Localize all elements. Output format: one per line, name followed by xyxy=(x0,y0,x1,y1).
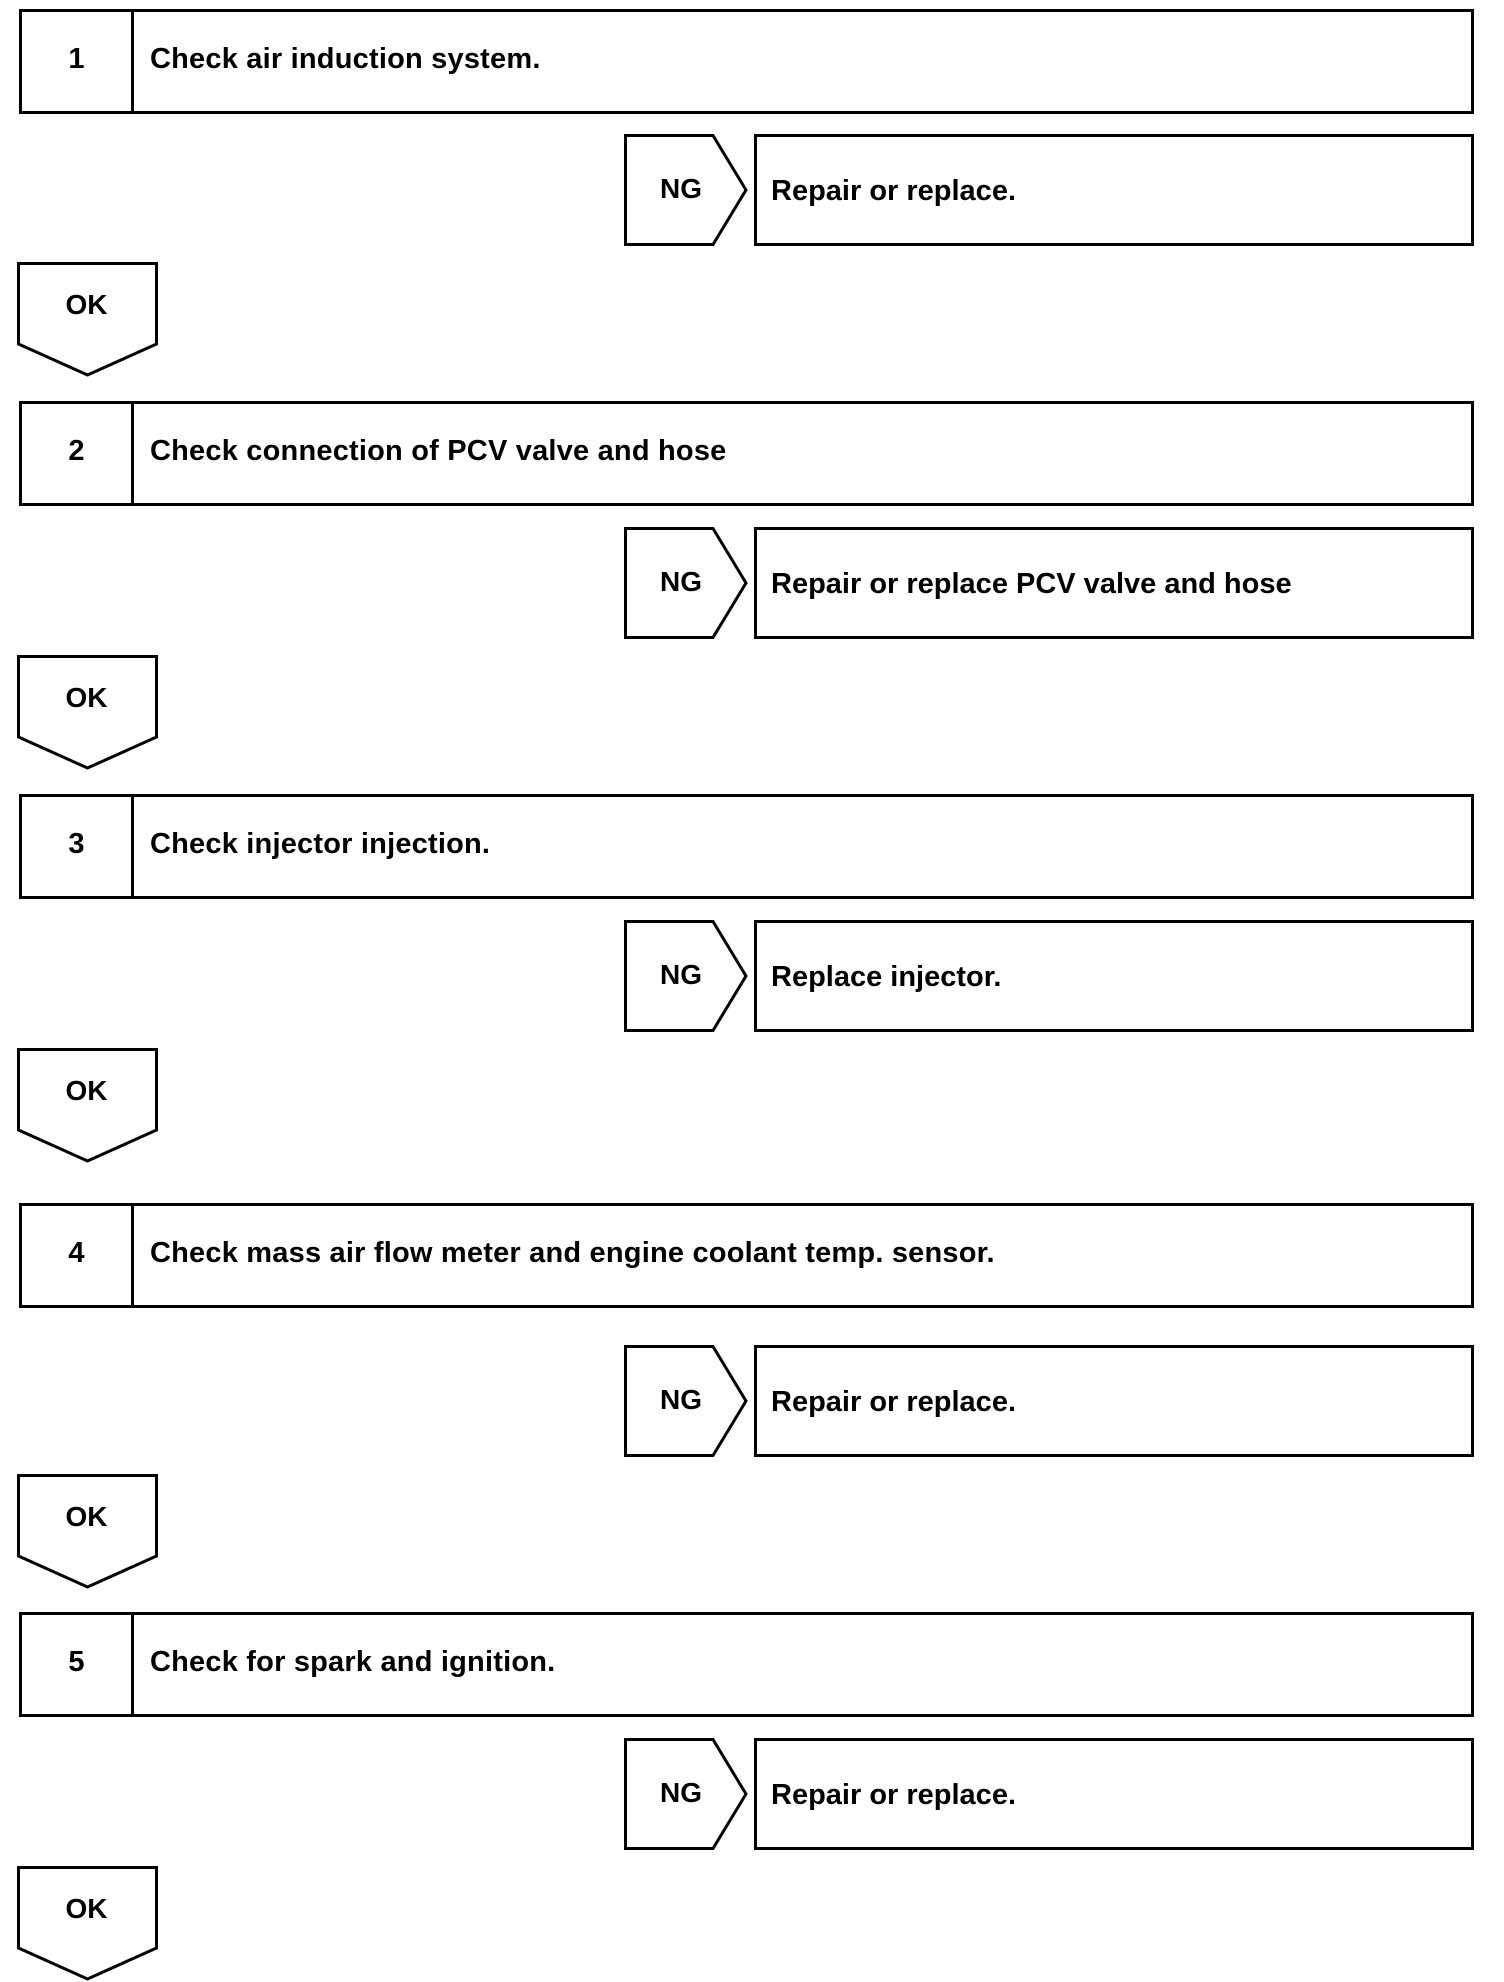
ok-arrow-shape xyxy=(17,655,158,770)
step-5-ng-label: NG xyxy=(660,1777,702,1808)
step-1-text: Check air induction system. xyxy=(150,43,541,75)
step-2-text: Check connection of PCV valve and hose xyxy=(150,435,727,467)
step-4-number-cell: 4 xyxy=(22,1206,134,1305)
step-3-box: 3 Check injector injection. xyxy=(19,794,1474,899)
ng-arrow-shape xyxy=(624,527,748,639)
step-1-ng-action-box: Repair or replace. xyxy=(754,134,1474,246)
step-1-number-cell: 1 xyxy=(22,12,134,111)
step-3-ok-label: OK xyxy=(65,1075,108,1106)
step-1-ng-label: NG xyxy=(660,173,702,204)
ok-arrow-shape xyxy=(17,262,158,377)
step-4-ok-label: OK xyxy=(65,1501,108,1532)
step-number: 5 xyxy=(68,1646,85,1678)
step-2-box: 2 Check connection of PCV valve and hose xyxy=(19,401,1474,506)
step-2-ng-label: NG xyxy=(660,566,702,597)
step-4-ng-action-box: Repair or replace. xyxy=(754,1345,1474,1457)
step-2-ng-action-box: Repair or replace PCV valve and hose xyxy=(754,527,1474,639)
step-2-ok-label: OK xyxy=(65,682,108,713)
step-3-ng-action: Replace injector. xyxy=(771,961,1002,993)
ng-arrow-shape xyxy=(624,134,748,246)
step-3-number-cell: 3 xyxy=(22,797,134,896)
step-5-text: Check for spark and ignition. xyxy=(150,1646,556,1678)
step-4-box: 4 Check mass air flow meter and engine c… xyxy=(19,1203,1474,1308)
step-4-ng-label: NG xyxy=(660,1384,702,1415)
ng-arrow-shape xyxy=(624,1738,748,1850)
step-3-text: Check injector injection. xyxy=(150,828,491,860)
step-5-box: 5 Check for spark and ignition. xyxy=(19,1612,1474,1717)
ng-arrow-shape xyxy=(624,1345,748,1457)
step-1-ng-action: Repair or replace. xyxy=(771,175,1016,207)
step-2-number-cell: 2 xyxy=(22,404,134,503)
step-number: 3 xyxy=(68,828,85,860)
step-4-ng-action: Repair or replace. xyxy=(771,1386,1016,1418)
step-5-ng-action-box: Repair or replace. xyxy=(754,1738,1474,1850)
step-4-text: Check mass air flow meter and engine coo… xyxy=(150,1237,995,1269)
step-number: 1 xyxy=(68,43,85,75)
step-number: 2 xyxy=(68,435,85,467)
ng-arrow-shape xyxy=(624,920,748,1032)
step-3-ng-label: NG xyxy=(660,959,702,990)
step-1-box: 1 Check air induction system. xyxy=(19,9,1474,114)
ok-arrow-shape xyxy=(17,1048,158,1163)
ok-arrow-shape xyxy=(17,1474,158,1589)
step-5-number-cell: 5 xyxy=(22,1615,134,1714)
step-3-ng-action-box: Replace injector. xyxy=(754,920,1474,1032)
step-2-ng-action: Repair or replace PCV valve and hose xyxy=(771,568,1292,600)
step-1-ok-label: OK xyxy=(65,289,108,320)
step-number: 4 xyxy=(68,1237,85,1269)
step-5-ng-action: Repair or replace. xyxy=(771,1779,1016,1811)
step-5-ok-label: OK xyxy=(65,1893,108,1924)
